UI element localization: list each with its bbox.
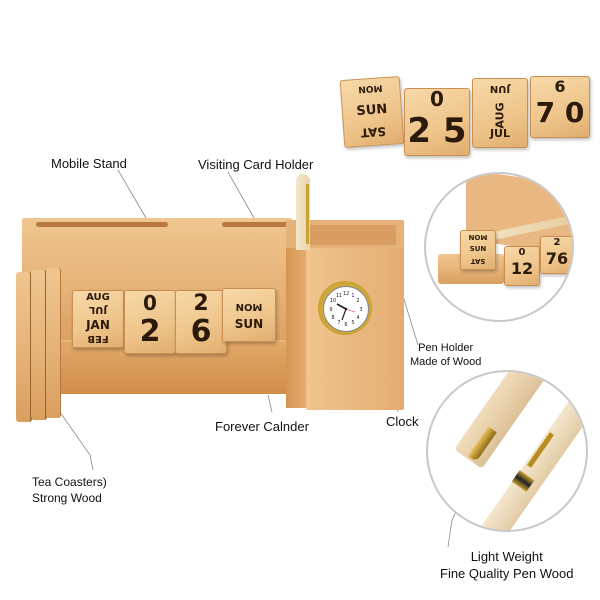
- pen-clip: [306, 184, 309, 244]
- svg-text:8: 8: [331, 315, 334, 321]
- svg-text:6: 6: [344, 322, 347, 328]
- calendar-digit-cube-2: 2 6: [175, 290, 227, 354]
- pen-in-holder: [296, 174, 310, 250]
- svg-text:2: 2: [356, 298, 359, 304]
- label-visiting-card-holder: Visiting Card Holder: [198, 157, 314, 172]
- label-tea-coasters: Tea Coasters) Strong Wood: [32, 475, 107, 505]
- svg-text:12: 12: [343, 291, 349, 297]
- svg-text:11: 11: [336, 293, 342, 299]
- inset-pen-detail: [426, 370, 588, 532]
- card-holder-slot: [222, 222, 292, 227]
- calendar-day-cube: MON SUN: [222, 288, 276, 342]
- top-cube-digit-1: 0 2 5: [404, 87, 470, 156]
- top-cube-day: MON SUN SAT: [339, 75, 405, 149]
- calendar-month-cube: AUG JUL JAN FEB: [72, 290, 124, 348]
- mobile-stand-slot: [36, 222, 168, 227]
- calendar-digit-cube-1: 0 2: [124, 290, 176, 354]
- inset-calendar-detail: MON SUN SAT 0 12 2 76: [424, 172, 574, 322]
- top-cube-digit-2: 6 7 0: [530, 76, 590, 138]
- label-clock: Clock: [386, 414, 419, 429]
- coaster-1: [16, 272, 32, 422]
- inset-digit-cube-1: 0 12: [504, 246, 540, 286]
- pen-holder-side: [286, 248, 308, 408]
- coaster-3: [46, 268, 61, 418]
- pen-holder-opening: [296, 225, 396, 245]
- label-mobile-stand: Mobile Stand: [51, 156, 127, 171]
- svg-text:1: 1: [351, 293, 354, 299]
- svg-text:7: 7: [337, 320, 340, 326]
- svg-text:10: 10: [330, 298, 336, 304]
- svg-text:4: 4: [356, 315, 359, 321]
- label-forever-calendar: Forever Calnder: [215, 419, 309, 434]
- tea-coasters: [16, 268, 61, 424]
- label-pen: Light Weight Fine Quality Pen Wood: [440, 549, 574, 581]
- inset-digit-cube-2: 2 76: [540, 236, 572, 274]
- label-pen-holder: Pen Holder Made of Wood: [410, 342, 482, 368]
- svg-text:9: 9: [329, 307, 332, 313]
- svg-text:5: 5: [351, 320, 354, 326]
- inset-day-cube: MON SUN SAT: [460, 230, 496, 270]
- svg-text:3: 3: [359, 307, 362, 313]
- top-cube-month: JUN AUG JUL: [472, 78, 528, 148]
- coaster-2: [31, 270, 47, 420]
